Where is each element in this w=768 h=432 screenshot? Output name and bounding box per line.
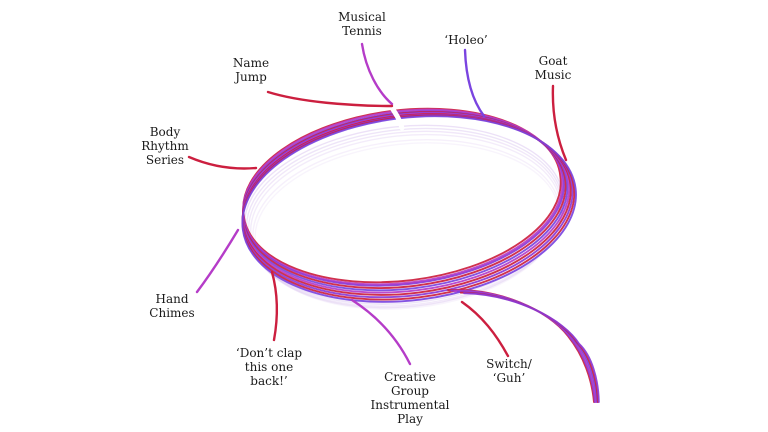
loop-tail-strands	[447, 289, 600, 403]
connector-switch-guh	[460, 300, 510, 358]
connector-holeo	[463, 48, 486, 118]
label-switch-guh: Switch/ ‘Guh’	[486, 357, 532, 385]
label-goat-music: Goat Music	[534, 54, 572, 82]
label-holeo: ‘Holeo’	[444, 33, 488, 47]
loop-gap	[389, 105, 405, 131]
connector-body-rhythm	[187, 155, 258, 170]
tail-strand	[450, 289, 596, 403]
connector-goat-music	[551, 84, 568, 162]
label-creative-group: Creative Group Instrumental Play	[370, 370, 450, 426]
tail-strand	[463, 292, 600, 403]
label-name-jump: Name Jump	[232, 56, 270, 84]
loop-strands	[241, 105, 577, 303]
label-hand-chimes: Hand Chimes	[149, 292, 195, 320]
connector-dont-clap	[270, 270, 278, 342]
connector-name-jump	[266, 90, 394, 108]
label-musical-tennis: Musical Tennis	[338, 10, 386, 38]
label-dont-clap: ‘Don’t clap this one back!’	[235, 346, 303, 388]
connector-hand-chimes	[195, 228, 240, 294]
connector-musical-tennis	[360, 42, 394, 106]
connector-creative-group	[350, 298, 412, 366]
loop-strand	[242, 107, 562, 284]
label-body-rhythm: Body Rhythm Series	[141, 125, 189, 167]
label-connectors	[187, 42, 568, 366]
loop-strand	[241, 115, 577, 303]
